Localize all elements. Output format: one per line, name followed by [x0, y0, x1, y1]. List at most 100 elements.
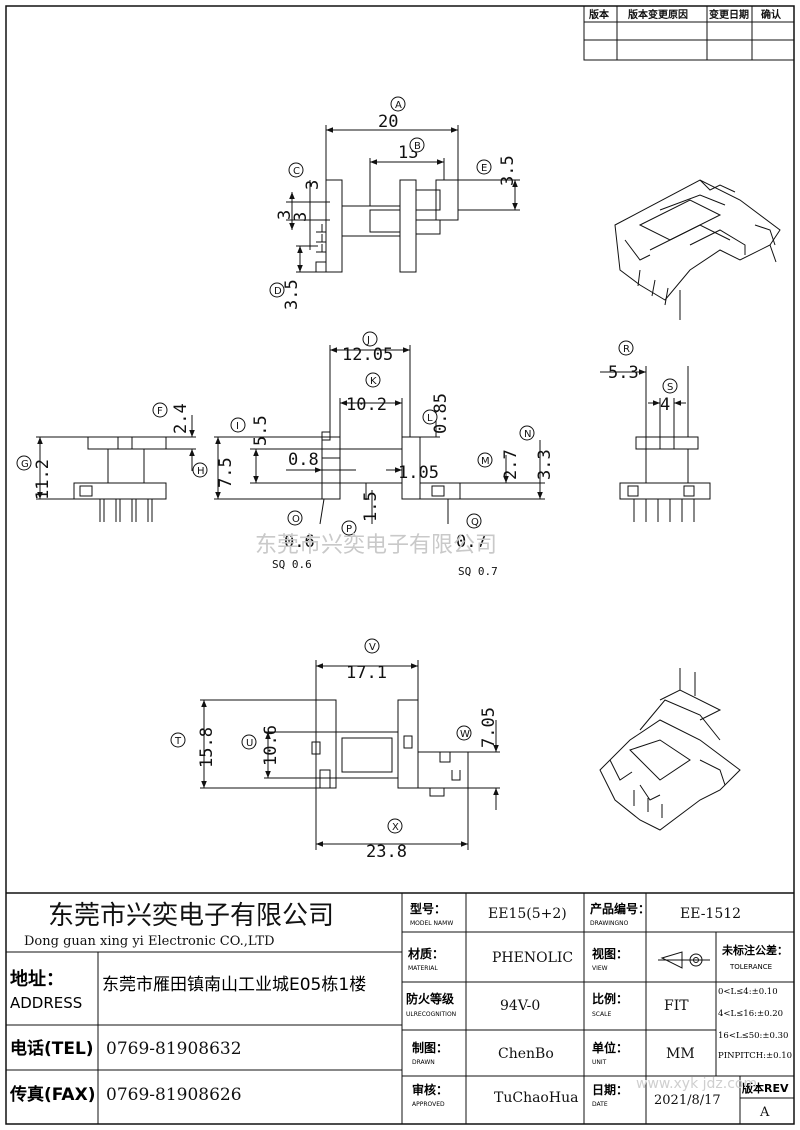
dim-text: 7.05 [479, 707, 499, 748]
scale-value: FIT [664, 998, 689, 1014]
bubble-label: W [460, 729, 470, 740]
title-block-frame [6, 892, 794, 1124]
dim-text: 10.2 [346, 395, 387, 415]
svg-text:比例：: 比例： [592, 991, 628, 1006]
svg-text:版本变更原因: 版本变更原因 [628, 8, 688, 21]
bubble-label: X [392, 822, 399, 833]
model-value: EE15(5+2) [488, 906, 567, 922]
front-view [214, 345, 545, 525]
bubble-label: G [21, 459, 29, 470]
top-view [286, 125, 520, 273]
watermark: 东莞市兴奕电子有限公司 [255, 533, 497, 558]
side-view-right [600, 366, 711, 522]
address-value: 东莞市雁田镇南山工业城E05栋1楼 [102, 975, 366, 995]
fax-label: 传真(FAX) [9, 1084, 95, 1105]
tel-label: 电话(TEL) [10, 1038, 94, 1059]
svg-text:SCALE: SCALE [592, 1011, 611, 1018]
dimension-labels: 20 13 3 3 3 3.5 3.5 2.4 11.2 7.5 5.5 0.8… [33, 112, 670, 862]
dim-text: 15.8 [197, 727, 217, 768]
bubble-letters: A B C D E F G H I J K L M N O P Q R S T … [21, 100, 673, 833]
tolerance-line: 16<L≤50:±0.30 [718, 1031, 788, 1041]
dim-text: 3.5 [498, 155, 518, 186]
company-name-cn: 东莞市兴奕电子有限公司 [48, 901, 334, 931]
dim-text: 5.5 [251, 415, 271, 446]
dim-text: 3 [275, 210, 295, 220]
bubble-label: L [427, 413, 433, 424]
tolerance-line: 0<L≤4:±0.10 [718, 987, 778, 997]
dim-text: 0.6 [284, 532, 315, 552]
fax-value: 0769-81908626 [106, 1085, 242, 1105]
approved-value: TuChaoHua [494, 1090, 578, 1106]
svg-text:VIEW: VIEW [592, 965, 608, 972]
svg-text:MODEL NAMW: MODEL NAMW [410, 920, 453, 927]
dim-text: 3.5 [282, 279, 302, 310]
company-name-en: Dong guan xing yi Electronic CO.,LTD [24, 934, 275, 949]
revision-headers: 版本 版本变更原因 变更日期 确认 [589, 8, 782, 21]
dim-text: 3 [291, 212, 311, 222]
dim-text: 1.5 [361, 491, 381, 522]
bubble-label: K [370, 376, 377, 387]
svg-text:变更日期: 变更日期 [709, 8, 749, 21]
svg-text:DRAWN: DRAWN [412, 1059, 435, 1066]
drawing-no-value: EE-1512 [680, 906, 741, 922]
revision-table [583, 5, 795, 61]
bubble-label: N [524, 429, 531, 440]
tolerance-line: 4<L≤16:±0.20 [718, 1009, 783, 1019]
rev-value: A [759, 1105, 770, 1120]
side-view-left [36, 415, 196, 522]
bubble-label: M [481, 456, 490, 467]
dim-text: 2.7 [501, 449, 521, 480]
bubble-label: O [292, 514, 300, 525]
bubble-label: J [366, 335, 370, 346]
bubble-label: H [197, 466, 205, 477]
bubble-label: S [667, 382, 673, 393]
bubble-label: T [174, 736, 182, 747]
address-label-en: ADDRESS [10, 994, 82, 1012]
bubble-label: B [414, 141, 421, 152]
dim-text: 11.2 [33, 459, 53, 500]
material-value: PHENOLIC [492, 950, 573, 966]
url-watermark: www.xyk jdz.com [636, 1076, 757, 1092]
svg-text:材质：: 材质： [407, 946, 444, 961]
bubble-label: R [623, 344, 630, 355]
dim-text: 1.05 [398, 463, 439, 483]
projection-symbol-icon [658, 951, 710, 969]
bubble-label: C [293, 166, 300, 177]
bubble-label: V [369, 642, 376, 653]
fire-value: 94V-0 [500, 998, 540, 1014]
bubble-label: E [481, 163, 487, 174]
bubble-label: A [395, 100, 402, 111]
date-value: 2021/8/17 [654, 1093, 721, 1108]
svg-text:型号：: 型号： [410, 901, 446, 916]
dim-text: 0.8 [288, 450, 319, 470]
svg-text:视图：: 视图： [592, 946, 628, 961]
dim-text: 17.1 [346, 663, 387, 683]
svg-text:APPROVED: APPROVED [412, 1101, 445, 1108]
tel-value: 0769-81908632 [106, 1039, 242, 1059]
tolerance-title: 未标注公差： [721, 943, 788, 957]
unit-value: MM [666, 1046, 695, 1062]
dim-text: 4 [660, 395, 670, 415]
bubble-label: F [157, 406, 163, 417]
svg-text:单位：: 单位： [592, 1040, 628, 1055]
bottom-view [200, 660, 500, 850]
sheet-border [5, 5, 795, 1125]
note-text: SQ 0.6 [272, 558, 312, 571]
svg-text:MATERIAL: MATERIAL [408, 965, 438, 972]
isometric-view-2 [599, 668, 741, 831]
dim-text: 5.3 [608, 363, 639, 383]
tolerance-line: PINPITCH:±0.10 [718, 1051, 792, 1061]
rev-label: 版本REV [742, 1081, 789, 1095]
svg-text:UNIT: UNIT [592, 1059, 607, 1066]
dim-text: 3 [303, 180, 323, 190]
bubble-label: I [236, 421, 239, 432]
dim-text: 12.05 [342, 345, 393, 365]
dim-text: 2.4 [171, 403, 191, 434]
dim-text: 0.85 [431, 393, 451, 434]
svg-text:产品编号：: 产品编号： [590, 901, 650, 916]
dim-text: 23.8 [366, 842, 407, 862]
reference-bubbles [16, 96, 678, 834]
dim-text: 0.7 [456, 532, 487, 552]
